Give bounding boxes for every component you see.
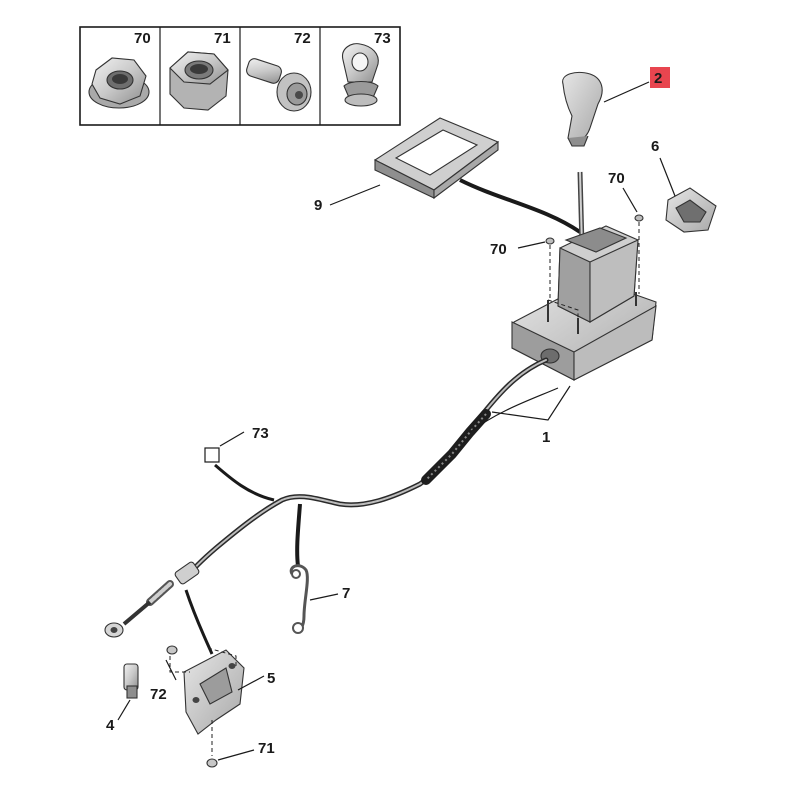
clip-callout-box xyxy=(204,447,220,463)
callout-1: 1 xyxy=(542,429,550,446)
threaded-stud xyxy=(123,663,139,699)
hex-nut-flanged-icon xyxy=(88,57,150,109)
callout-6: 6 xyxy=(651,138,659,155)
hex-nut-icon xyxy=(169,51,229,111)
fastener-legend: 70 71 72 73 xyxy=(79,26,401,126)
callout-70-right: 70 xyxy=(608,170,625,187)
legend-number-72: 72 xyxy=(294,30,311,47)
legend-number-71: 71 xyxy=(214,30,231,47)
selector-switch xyxy=(665,187,717,233)
support-bracket xyxy=(183,649,245,735)
callout-71: 71 xyxy=(258,740,275,757)
gaiter-frame xyxy=(373,117,500,200)
flange-bolt-icon xyxy=(246,58,312,112)
legend-number-70: 70 xyxy=(134,30,151,47)
bracket-bolt xyxy=(166,645,178,655)
gear-knob xyxy=(562,71,603,147)
shift-cable xyxy=(104,357,549,638)
callout-2: 2 xyxy=(654,70,662,87)
cable-clip-icon xyxy=(341,43,379,107)
callout-73: 73 xyxy=(252,425,269,442)
cable-bracket-clip xyxy=(289,564,309,634)
callout-4: 4 xyxy=(106,717,115,734)
callout-5: 5 xyxy=(267,670,275,687)
bracket-nut xyxy=(206,758,218,768)
callout-9: 9 xyxy=(314,197,322,214)
legend-number-73: 73 xyxy=(374,30,391,47)
callout-2-highlight xyxy=(650,67,670,88)
callout-72: 72 xyxy=(150,686,167,703)
callout-7: 7 xyxy=(342,585,350,602)
selector-assembly xyxy=(511,171,657,381)
callout-70-left: 70 xyxy=(490,241,507,258)
